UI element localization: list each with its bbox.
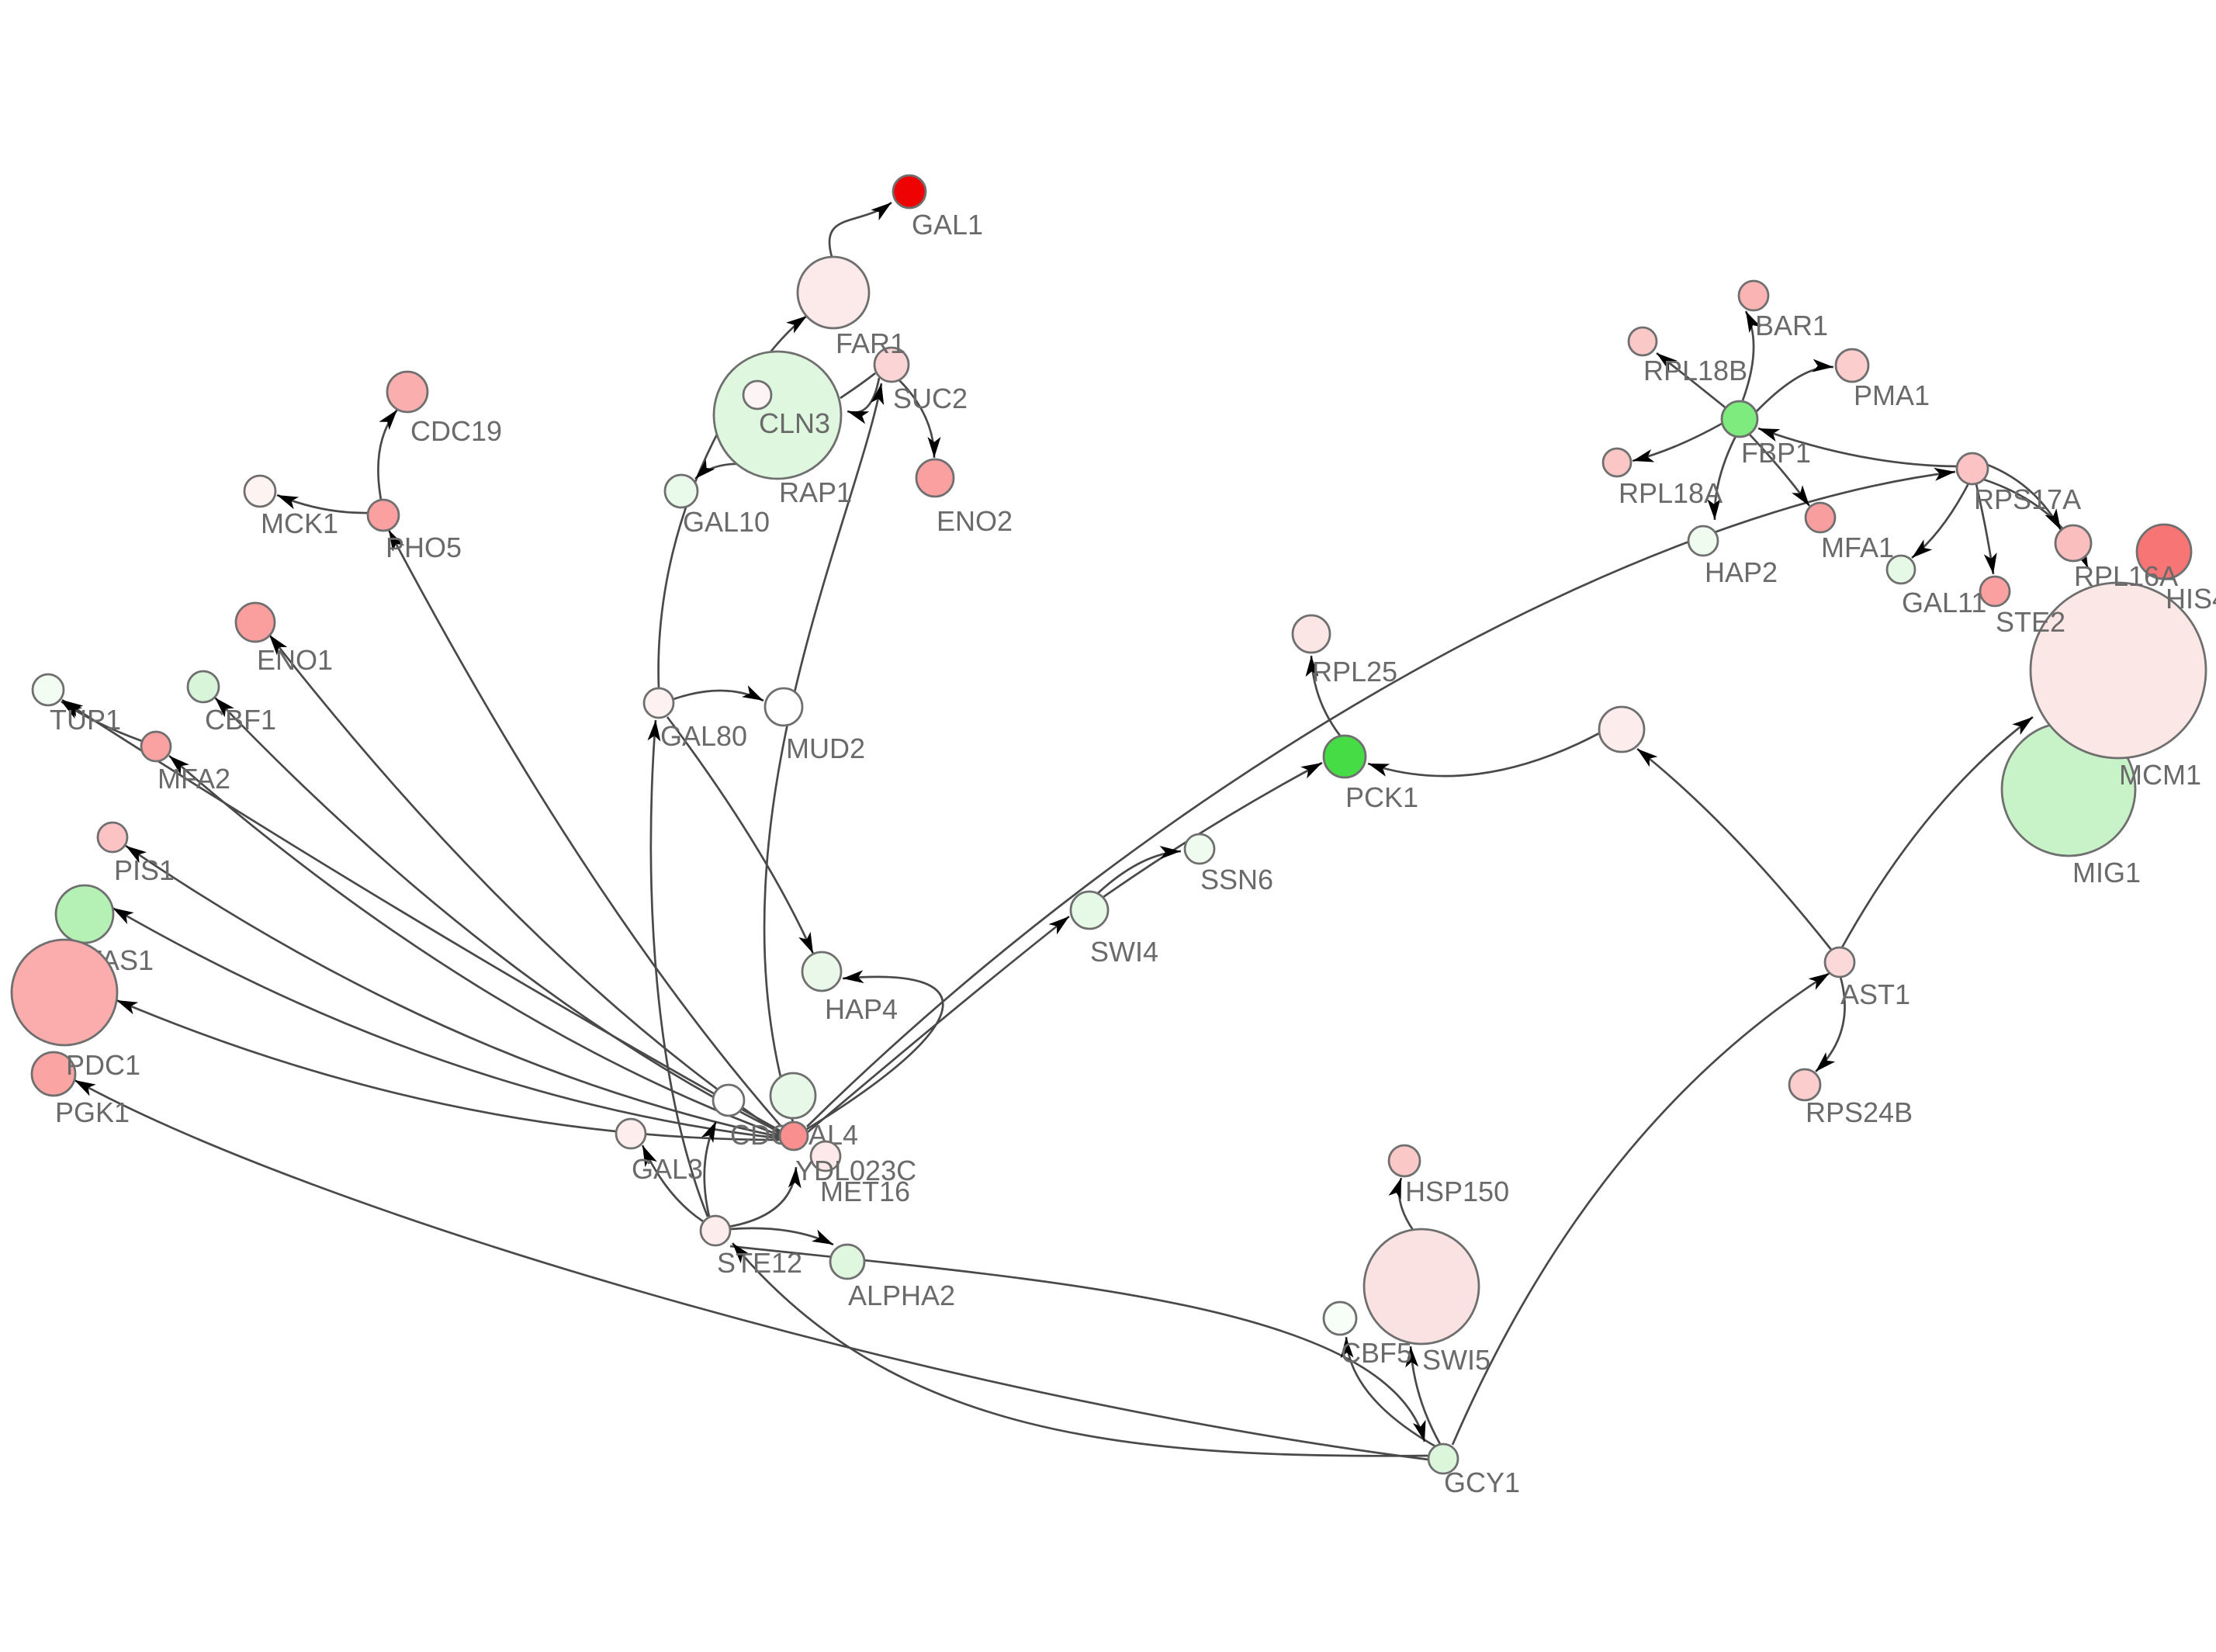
svg-text:MCM1: MCM1 xyxy=(2119,759,2201,791)
svg-text:RAP1: RAP1 xyxy=(779,476,852,508)
svg-text:GAL3: GAL3 xyxy=(632,1153,703,1185)
svg-text:TUP1: TUP1 xyxy=(50,704,121,736)
svg-text:GCY1: GCY1 xyxy=(1444,1467,1520,1498)
svg-text:SWI4: SWI4 xyxy=(1090,936,1158,968)
svg-text:MET16: MET16 xyxy=(820,1176,910,1207)
svg-text:MUD2: MUD2 xyxy=(786,732,865,764)
svg-text:CDC19: CDC19 xyxy=(410,415,502,447)
svg-text:SSN6: SSN6 xyxy=(1200,864,1273,895)
svg-text:RPS17A: RPS17A xyxy=(1974,483,2081,515)
svg-text:AST1: AST1 xyxy=(1840,978,1910,1010)
svg-text:ENO1: ENO1 xyxy=(257,644,333,676)
svg-text:FAR1: FAR1 xyxy=(836,327,905,359)
svg-text:MIG1: MIG1 xyxy=(2072,857,2141,888)
svg-text:ALPHA2: ALPHA2 xyxy=(848,1280,955,1311)
svg-text:RPL25: RPL25 xyxy=(1312,656,1397,687)
svg-text:YDL023C: YDL023C xyxy=(795,1155,916,1186)
svg-text:PCK1: PCK1 xyxy=(1345,781,1418,813)
svg-text:CBF1: CBF1 xyxy=(205,704,276,736)
svg-text:HAP2: HAP2 xyxy=(1705,556,1778,588)
svg-text:STE12: STE12 xyxy=(717,1247,802,1279)
svg-text:HSP150: HSP150 xyxy=(1405,1176,1509,1207)
svg-text:RPL16A: RPL16A xyxy=(2074,560,2178,592)
svg-text:ENO2: ENO2 xyxy=(937,505,1013,537)
svg-text:CBF5: CBF5 xyxy=(1341,1337,1412,1369)
svg-text:MFA1: MFA1 xyxy=(1821,532,1894,563)
svg-text:FBP1: FBP1 xyxy=(1741,437,1811,469)
svg-text:MFA2: MFA2 xyxy=(158,763,230,795)
svg-text:RPS24B: RPS24B xyxy=(1806,1096,1913,1128)
svg-text:RPL18B: RPL18B xyxy=(1643,355,1747,386)
svg-text:PMA1: PMA1 xyxy=(1854,379,1930,411)
svg-text:CLN3: CLN3 xyxy=(759,407,830,439)
svg-text:HAP4: HAP4 xyxy=(825,993,898,1025)
svg-text:PIS1: PIS1 xyxy=(114,854,175,886)
svg-text:MCK1: MCK1 xyxy=(261,507,338,539)
svg-text:HIS4: HIS4 xyxy=(2166,583,2216,615)
svg-text:GAL1: GAL1 xyxy=(912,209,983,241)
svg-text:GAL11: GAL11 xyxy=(1902,587,1986,618)
svg-text:GAL10: GAL10 xyxy=(683,506,770,538)
svg-text:SWI5: SWI5 xyxy=(1422,1344,1491,1376)
svg-text:STE2: STE2 xyxy=(1996,606,2065,638)
svg-text:PGK1: PGK1 xyxy=(55,1096,130,1128)
svg-text:SUC2: SUC2 xyxy=(893,383,968,414)
svg-text:PDC1: PDC1 xyxy=(66,1049,140,1081)
svg-text:PHO5: PHO5 xyxy=(386,532,462,563)
svg-text:GAL80: GAL80 xyxy=(660,720,747,752)
svg-text:RPL18A: RPL18A xyxy=(1619,477,1723,509)
svg-text:BAR1: BAR1 xyxy=(1755,310,1828,341)
